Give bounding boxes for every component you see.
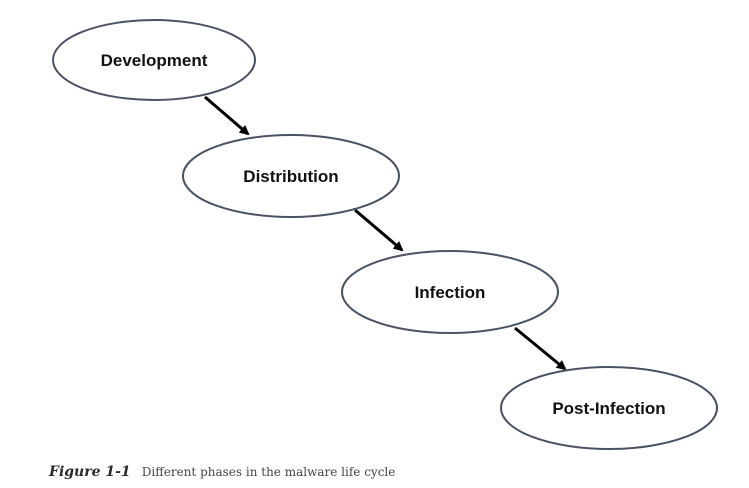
node-shape	[341, 250, 559, 334]
node-shape	[52, 19, 256, 101]
node-label-infection: Infection	[415, 283, 486, 302]
node-post-infection: Post-Infection	[500, 366, 718, 450]
node-shape	[500, 366, 718, 450]
node-distribution: Distribution	[182, 134, 400, 218]
arrow-infection-to-post-infection	[514, 326, 567, 371]
arrow-development-to-distribution	[204, 95, 250, 136]
node-label-post-infection: Post-Infection	[552, 399, 665, 418]
figure-caption: Figure 1-1 Different phases in the malwa…	[49, 461, 395, 480]
node-development: Development	[52, 19, 256, 101]
node-shape	[182, 134, 400, 218]
node-label-distribution: Distribution	[243, 167, 338, 186]
node-label-development: Development	[101, 51, 208, 70]
figure-caption-text: Different phases in the malware life cyc…	[141, 465, 396, 479]
node-infection: Infection	[341, 250, 559, 334]
arrow-distribution-to-infection	[354, 208, 404, 252]
figure-caption-label: Figure 1-1	[49, 464, 131, 480]
